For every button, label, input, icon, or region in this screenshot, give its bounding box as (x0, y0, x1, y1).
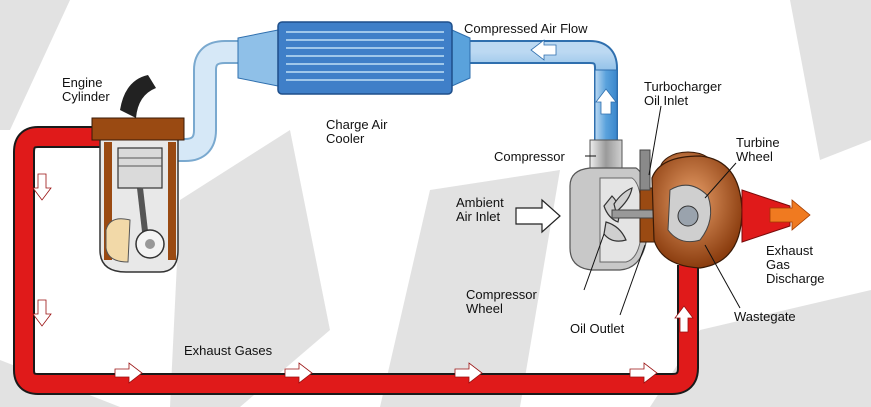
arrow-icon (114, 362, 143, 384)
charge-air-cooler (237, 21, 471, 95)
engine-cylinder (91, 75, 185, 273)
label-line: Discharge (766, 271, 825, 286)
label-line: Oil Inlet (644, 93, 689, 108)
label-compressor: Compressor (494, 149, 565, 164)
label-line: Cooler (326, 131, 365, 146)
label-wastegate: Wastegate (734, 309, 796, 324)
arrow-icon (674, 305, 694, 333)
label-line: Cylinder (62, 89, 110, 104)
arrow-icon (32, 173, 52, 201)
label-line: Charge Air (326, 117, 388, 132)
label-line: Compressor (466, 287, 537, 302)
arrow-icon (595, 88, 617, 115)
arrow-icon (530, 39, 557, 61)
label-exhaust-gas-discharge: Exhaust Gas Discharge (766, 244, 825, 286)
label-line: Turbine (736, 135, 780, 150)
label-line: Turbocharger (644, 79, 722, 94)
label-line: Gas (766, 257, 790, 272)
arrow-icon (769, 199, 811, 231)
exhaust-loop (13, 126, 699, 395)
compressor-housing (569, 139, 649, 271)
label-line: Air Inlet (456, 209, 501, 224)
label-oil-outlet: Oil Outlet (570, 321, 625, 336)
label-compressed-air-flow: Compressed Air Flow (464, 21, 588, 36)
label-turbine-wheel: Turbine Wheel (736, 136, 780, 164)
label-charge-air-cooler: Charge Air Cooler (326, 118, 387, 146)
label-line: Exhaust (766, 243, 813, 258)
label-line: Ambient (456, 195, 504, 210)
arrow-icon (32, 299, 52, 327)
arrow-icon (454, 362, 483, 384)
arrow-icon (629, 362, 658, 384)
label-engine-cylinder: Engine Cylinder (62, 76, 110, 104)
leader-lines (583, 105, 741, 316)
exhaust-flow-arrows (32, 173, 694, 384)
label-line: Wheel (466, 301, 503, 316)
label-line: Engine (62, 75, 103, 90)
turbine-housing (651, 151, 811, 269)
label-exhaust-gases: Exhaust Gases (184, 343, 273, 358)
intake-air-pipe (160, 39, 618, 162)
label-turbocharger-oil-inlet: Turbocharger Oil Inlet (644, 80, 722, 108)
label-line: Wheel (736, 149, 773, 164)
label-compressor-wheel: Compressor Wheel (466, 288, 537, 316)
engine-cylinder-icon (117, 147, 163, 189)
arrow-icon (515, 198, 561, 234)
label-ambient-air-inlet: Ambient Air Inlet (456, 196, 504, 224)
arrow-icon (284, 362, 313, 384)
